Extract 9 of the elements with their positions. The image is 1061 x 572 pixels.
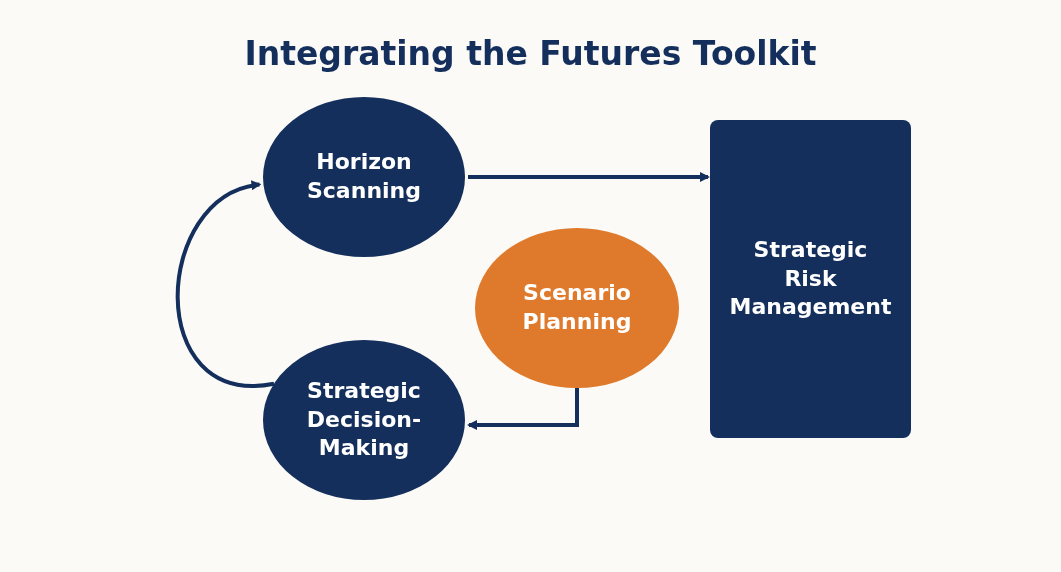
title: Integrating the Futures Toolkit <box>243 34 818 73</box>
arrow <box>175 181 275 388</box>
arrow <box>468 172 710 182</box>
process-box <box>710 120 911 438</box>
arrow <box>467 388 579 430</box>
node-label: Scenario Planning <box>521 279 633 336</box>
node-label: Horizon Scanning <box>306 148 422 205</box>
node-label: Strategic Risk Management <box>728 236 893 322</box>
node-label: Strategic Decision-Making <box>305 377 423 463</box>
